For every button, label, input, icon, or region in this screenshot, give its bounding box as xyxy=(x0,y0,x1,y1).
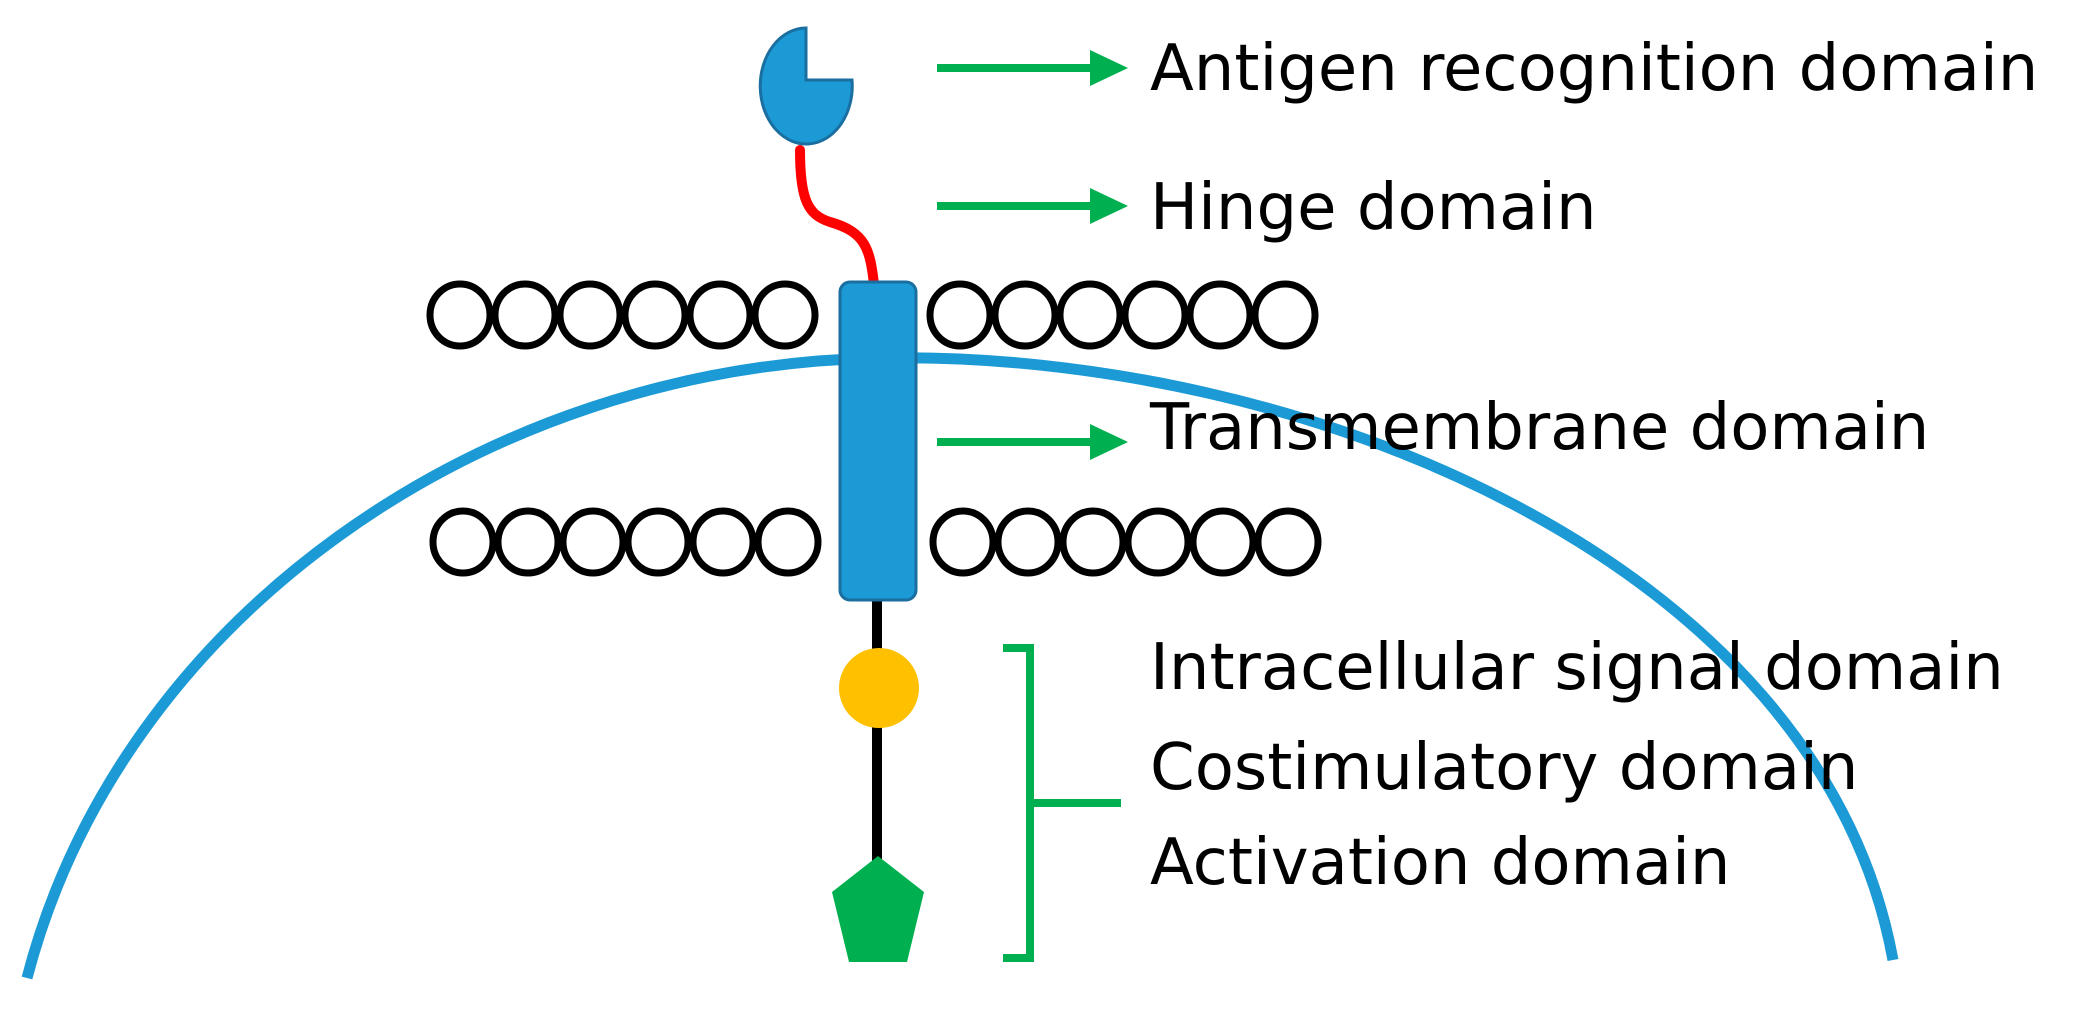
label-transmembrane: Transmembrane domain xyxy=(1149,391,1929,465)
hinge-arrow-head xyxy=(1090,188,1128,224)
lipid-bilayer-inner xyxy=(429,507,1322,577)
lipid-head xyxy=(491,280,559,350)
lipid-head xyxy=(751,280,819,350)
lipid-head xyxy=(559,507,627,577)
label-hinge: Hinge domain xyxy=(1150,171,1597,245)
lipid-head xyxy=(994,507,1062,577)
lipid-head xyxy=(1189,507,1257,577)
lipid-head xyxy=(1124,507,1192,577)
lipid-head xyxy=(621,280,689,350)
intracellular-bracket xyxy=(1003,644,1121,962)
label-antigen-recognition: Antigen recognition domain xyxy=(1150,32,2038,106)
lipid-head xyxy=(1121,280,1189,350)
label-intracellular: Intracellular signal domain xyxy=(1150,631,2004,705)
hinge-domain-shape xyxy=(795,145,879,289)
label-activation: Activation domain xyxy=(1150,826,1730,900)
lipid-head xyxy=(929,507,997,577)
lipid-head xyxy=(991,280,1059,350)
lipid-head xyxy=(494,507,562,577)
lipid-head xyxy=(429,507,497,577)
arrows xyxy=(937,50,1128,460)
lipid-head xyxy=(686,280,754,350)
lipid-head xyxy=(1056,280,1124,350)
lipid-head xyxy=(754,507,822,577)
transmembrane-domain-shape xyxy=(838,280,918,602)
lipid-head xyxy=(689,507,757,577)
lipid-head xyxy=(1186,280,1254,350)
lipid-head xyxy=(426,280,494,350)
lipid-head xyxy=(1254,507,1322,577)
activation-pentagon-icon xyxy=(832,856,924,962)
antigen-arrow-head xyxy=(1090,50,1128,86)
label-costimulatory: Costimulatory domain xyxy=(1150,731,1858,805)
lipid-head xyxy=(624,507,692,577)
costimulatory-circle-icon xyxy=(839,648,919,728)
lipid-head xyxy=(926,280,994,350)
lipid-bilayer-outer xyxy=(426,280,1319,350)
antigen-recognition-icon xyxy=(758,26,854,146)
lipid-head xyxy=(1251,280,1319,350)
transmembrane-arrow-head xyxy=(1090,424,1128,460)
lipid-head xyxy=(1059,507,1127,577)
lipid-head xyxy=(556,280,624,350)
